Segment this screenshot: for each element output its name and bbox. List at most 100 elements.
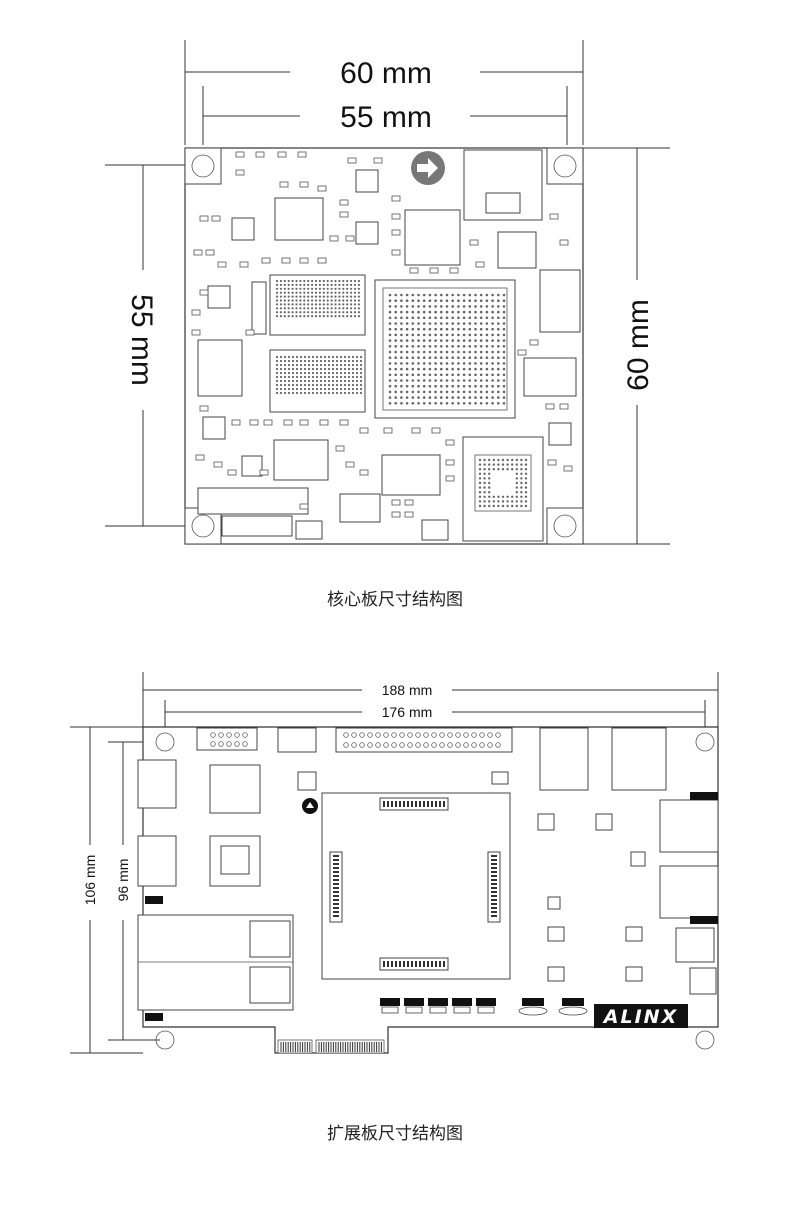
- ddr-ball: [323, 355, 327, 359]
- ddr-ball: [279, 379, 283, 383]
- ddr-ball: [287, 355, 291, 359]
- bga-ball: [445, 384, 449, 388]
- emmc-ball: [506, 468, 509, 471]
- bga-ball: [411, 299, 415, 303]
- emmc-ball: [506, 458, 509, 462]
- header-pin: [226, 741, 232, 747]
- ddr-ball: [351, 383, 355, 387]
- bga-ball: [388, 396, 392, 399]
- emmc-ball: [511, 500, 514, 503]
- bga-ball: [388, 299, 392, 303]
- emmc-ball: [506, 495, 509, 498]
- bga-ball: [405, 362, 409, 365]
- socket-pin: [491, 875, 497, 877]
- bga-ball: [485, 373, 489, 377]
- ddr-ball: [279, 359, 283, 363]
- led-indicator: [452, 998, 472, 1006]
- header-pin: [479, 742, 485, 748]
- bga-ball: [491, 362, 494, 365]
- bga-ball: [502, 310, 506, 314]
- bga-ball: [457, 299, 460, 303]
- ddr-ball: [318, 299, 321, 302]
- ddr-ball: [295, 307, 298, 310]
- ddr-ball: [346, 299, 349, 302]
- ddr-ball: [279, 311, 282, 314]
- bga-ball: [491, 396, 494, 399]
- bga-ball: [497, 316, 500, 320]
- ddr-ball: [353, 279, 357, 283]
- ddr-ball: [357, 287, 360, 290]
- ddr-ball: [275, 379, 279, 383]
- ddr-ball: [359, 391, 363, 395]
- bga-ball: [434, 356, 437, 360]
- ddr-ball: [311, 359, 315, 363]
- ddr-ball: [322, 287, 325, 290]
- socket-pin: [333, 915, 339, 917]
- bga-ball: [457, 305, 460, 308]
- emmc-ball: [515, 472, 518, 475]
- bga-ball: [497, 367, 500, 371]
- ddr-ball: [342, 307, 345, 310]
- ddr-ball: [355, 383, 359, 387]
- socket-pin: [415, 961, 417, 967]
- bga-ball: [417, 316, 420, 320]
- ddr-ball: [307, 363, 311, 367]
- smd-component: [409, 267, 419, 274]
- header-pin: [447, 742, 453, 748]
- ddr-ball: [331, 371, 335, 375]
- ddr-ball: [287, 391, 291, 395]
- bga-ball: [411, 396, 415, 399]
- led-indicator: [428, 998, 448, 1006]
- bga-ball: [451, 402, 455, 405]
- bga-ball: [457, 322, 460, 325]
- ddr-ball: [334, 311, 337, 314]
- bga-ball: [502, 305, 506, 308]
- bga-ball: [417, 310, 420, 314]
- bga-ball: [400, 356, 403, 360]
- bga-ball: [479, 402, 483, 405]
- ddr-ball: [315, 383, 319, 387]
- bga-ball: [422, 373, 426, 377]
- bga-ball: [462, 402, 466, 405]
- ddr-ball: [339, 355, 343, 359]
- ddr-ball: [311, 299, 314, 302]
- header-pin: [343, 732, 349, 738]
- ddr-ball: [353, 295, 357, 298]
- socket-pin: [435, 961, 437, 967]
- smd-component: [549, 213, 559, 220]
- ddr-ball: [318, 303, 321, 306]
- bga-ball: [462, 345, 466, 348]
- mounting-hole-icon: [155, 732, 715, 1050]
- ddr-ball: [295, 383, 299, 387]
- bga-ball: [468, 362, 472, 365]
- led-indicator: [381, 1006, 399, 1014]
- ddr-ball: [334, 303, 337, 306]
- bga-ball: [485, 402, 489, 405]
- socket-pin: [403, 961, 405, 967]
- bga-ball: [400, 384, 403, 388]
- ddr-ball: [279, 299, 282, 302]
- bga-ball: [462, 310, 466, 314]
- header-pin: [479, 732, 485, 738]
- bga-ball: [434, 339, 437, 342]
- bga-ball: [479, 390, 483, 394]
- bga-ball: [485, 384, 489, 388]
- ddr-ball: [299, 387, 303, 391]
- ddr-ball: [318, 307, 321, 310]
- bga-ball: [422, 322, 426, 325]
- ddr-ball: [334, 307, 337, 310]
- ddr-ball: [283, 311, 286, 314]
- emmc-ball: [488, 486, 491, 489]
- bga-ball: [502, 333, 506, 337]
- emmc-ball: [511, 458, 514, 462]
- bga-ball: [422, 316, 426, 320]
- bga-ball: [440, 345, 443, 348]
- ddr-ball: [299, 367, 303, 371]
- emmc-ball: [501, 458, 505, 462]
- bga-ball: [394, 390, 398, 394]
- emmc-ball: [515, 468, 518, 471]
- bga-ball: [405, 316, 409, 320]
- bga-ball: [491, 310, 494, 314]
- bga-ball: [462, 322, 466, 325]
- ddr-ball: [287, 283, 290, 286]
